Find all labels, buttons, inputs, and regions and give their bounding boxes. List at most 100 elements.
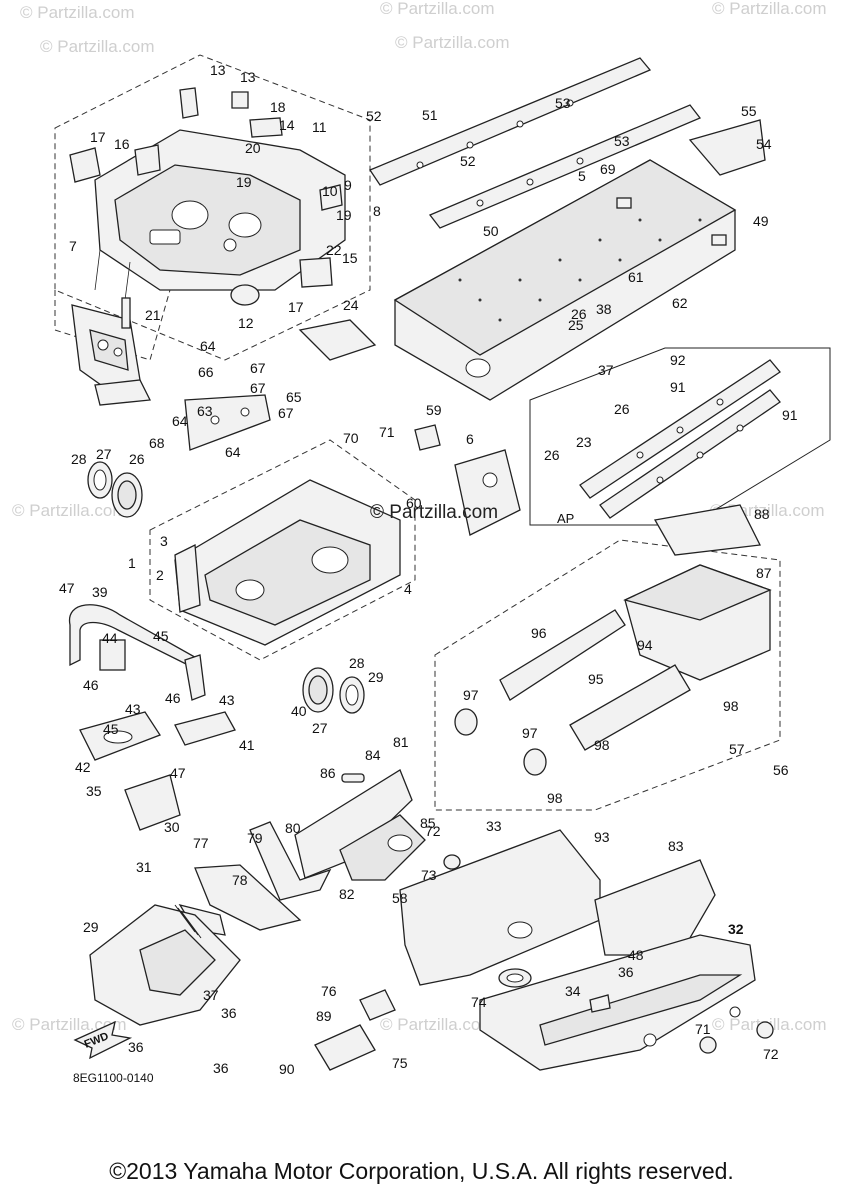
callout-label: 77	[193, 835, 209, 851]
callout-label: 53	[555, 95, 571, 111]
callout-label: 34	[565, 983, 581, 999]
callout-label: 75	[392, 1055, 408, 1071]
callout-label: 46	[83, 677, 99, 693]
callout-label: 58	[392, 890, 408, 906]
callout-label: 41	[239, 737, 255, 753]
callout-label: 65	[286, 389, 302, 405]
side-panels	[399, 829, 774, 1071]
inset-label: AP	[557, 511, 574, 526]
callout-label: 47	[170, 765, 186, 781]
rear-frame-assembly	[369, 57, 766, 401]
watermark: © Partzilla.com	[380, 0, 495, 18]
callout-label: 91	[670, 379, 686, 395]
callout-label: 9	[344, 177, 352, 193]
footrest-parts	[79, 711, 236, 831]
callout-label: 79	[247, 830, 263, 846]
callout-label: 46	[165, 690, 181, 706]
callout-label: 87	[756, 565, 772, 581]
callout-label: 54	[756, 136, 772, 152]
center-cover-panels	[178, 769, 426, 936]
callout-label: 57	[729, 741, 745, 757]
callout-label: 62	[672, 295, 688, 311]
callout-label: 26	[544, 447, 560, 463]
callout-label: 21	[145, 307, 161, 323]
callout-label: 24	[343, 297, 359, 313]
callout-label: 97	[522, 725, 538, 741]
front-frame-assembly-box	[54, 54, 377, 361]
callout-label: 88	[754, 506, 770, 522]
callout-label: 80	[285, 820, 301, 836]
callout-label: 98	[594, 737, 610, 753]
callout-label: 6	[466, 431, 474, 447]
callout-label: 35	[86, 783, 102, 799]
callout-label: 26	[614, 401, 630, 417]
watermark: © Partzilla.com	[40, 37, 155, 56]
callout-label: 76	[321, 983, 337, 999]
callout-label: 29	[368, 669, 384, 685]
callout-label: 97	[463, 687, 479, 703]
callout-label: 28	[349, 655, 365, 671]
callout-label: 64	[172, 413, 188, 429]
callout-label: 36	[128, 1039, 144, 1055]
rear-cover-assembly	[434, 504, 781, 811]
callout-label: 22	[326, 242, 342, 258]
callout-label: 37	[598, 362, 614, 378]
callout-label: 19	[236, 174, 252, 190]
callout-label: 33	[486, 818, 502, 834]
callout-label: 19	[336, 207, 352, 223]
callout-label: 52	[366, 108, 382, 124]
callout-label: 72	[763, 1046, 779, 1062]
callout-label: 18	[270, 99, 286, 115]
callout-label: 71	[379, 424, 395, 440]
callout-label: 82	[339, 886, 355, 902]
callout-label: 59	[426, 402, 442, 418]
callout-label: 42	[75, 759, 91, 775]
callout-label: 81	[393, 734, 409, 750]
callout-label: 36	[221, 1005, 237, 1021]
callout-label: 70	[343, 430, 359, 446]
watermark-main: © Partzilla.com	[370, 502, 498, 523]
callout-label: 12	[238, 315, 254, 331]
copyright-notice: ©2013 Yamaha Motor Corporation, U.S.A. A…	[109, 1158, 734, 1184]
callout-label: 36	[618, 964, 634, 980]
callout-label: 86	[320, 765, 336, 781]
callout-label: 8	[373, 203, 381, 219]
callout-label: 29	[83, 919, 99, 935]
callout-label: 20	[245, 140, 261, 156]
callout-label: 37	[203, 987, 219, 1003]
callout-label: 48	[628, 947, 644, 963]
callout-label: 31	[136, 859, 152, 875]
callout-label: 32	[728, 921, 744, 937]
callout-label: 43	[219, 692, 235, 708]
callout-label: 11	[312, 119, 327, 135]
callout-label: 43	[125, 701, 141, 717]
callout-label: 96	[531, 625, 547, 641]
callout-label: 64	[200, 338, 216, 354]
callout-label: 56	[773, 762, 789, 778]
callout-label: 84	[365, 747, 381, 763]
callout-label: 36	[213, 1060, 229, 1076]
watermark: © Partzilla.com	[12, 501, 127, 520]
callout-label: 25	[568, 317, 584, 333]
callout-label: 15	[342, 250, 358, 266]
callout-label: 30	[164, 819, 180, 835]
callout-label: 23	[576, 434, 592, 450]
callout-label: 94	[637, 637, 653, 653]
callout-label: 67	[278, 405, 294, 421]
callout-label: 73	[421, 867, 437, 883]
callout-label: 67	[250, 360, 266, 376]
callout-label: 16	[114, 136, 130, 152]
callout-label: 47	[59, 580, 75, 596]
callout-label: 38	[596, 301, 612, 317]
callout-label: 63	[197, 403, 213, 419]
callout-label: 52	[460, 153, 476, 169]
part-7-bracket	[54, 289, 171, 406]
callout-label: 27	[312, 720, 328, 736]
callout-label: 51	[422, 107, 438, 123]
watermark: © Partzilla.com	[20, 3, 135, 22]
left-boot-parts	[87, 461, 143, 518]
diagram-code: 8EG1100-0140	[73, 1071, 154, 1085]
right-boot-parts	[302, 667, 365, 714]
